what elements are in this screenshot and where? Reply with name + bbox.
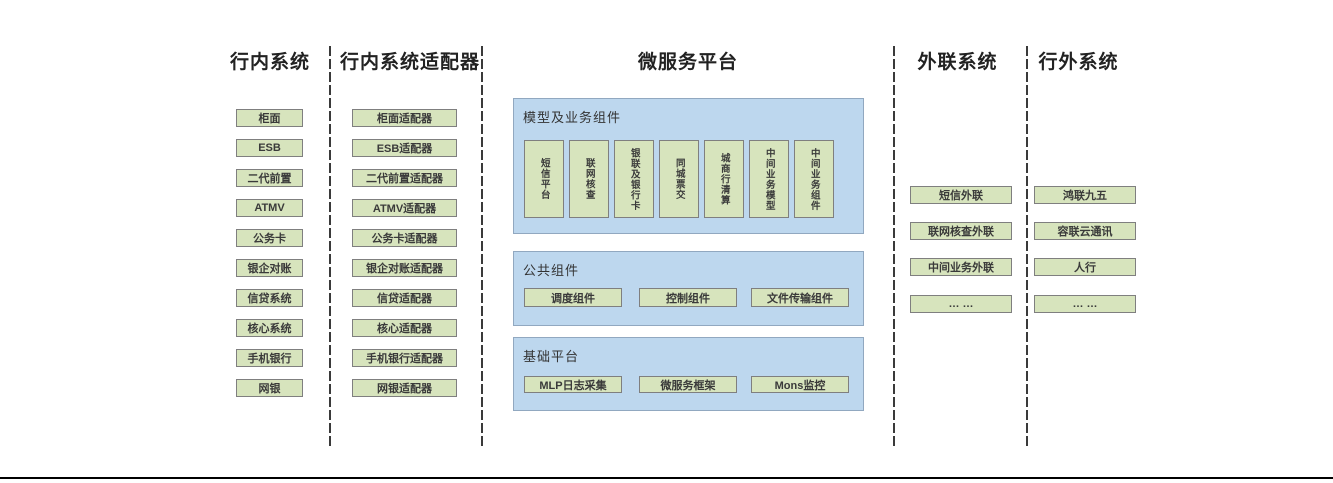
panel-model-business-components: 模型及业务组件 短信平台 联网核查 银联及银行卡 同城票交 城商行清算 中间业务… [513,98,864,234]
external-link-box: 联网核查外联 [910,222,1012,240]
system-box: 二代前置 [236,169,303,187]
system-box: 手机银行 [236,349,303,367]
divider-line [329,46,331,446]
component-label: 中间业务组件 [808,147,820,211]
system-box: 网银 [236,379,303,397]
component-label: 联网核查 [583,158,595,200]
adapter-box: 信贷适配器 [352,289,457,307]
external-link-box: 中间业务外联 [910,258,1012,276]
divider-line [1026,46,1028,446]
component-label: 中间业务模型 [763,147,775,211]
outside-system-box: 鸿联九五 [1034,186,1136,204]
vertical-component-box: 中间业务组件 [794,140,834,218]
lane-title-internal-systems: 行内系统 [229,52,310,73]
panel-base-platform: 基础平台 MLP日志采集 微服务框架 Mons监控 [513,337,864,411]
system-box: 核心系统 [236,319,303,337]
bottom-rule [0,477,1333,479]
lane-title-outside-systems: 行外系统 [1038,52,1119,73]
component-label: 城商行清算 [718,152,730,206]
adapter-box: 核心适配器 [352,319,457,337]
panel-label: 公共组件 [523,263,580,278]
outside-system-box: 人行 [1034,258,1136,276]
outside-system-box: 容联云通讯 [1034,222,1136,240]
system-box: ATMV [236,199,303,217]
divider-line [481,46,483,446]
system-box: 公务卡 [236,229,303,247]
vertical-component-box: 短信平台 [524,140,564,218]
adapter-box: 公务卡适配器 [352,229,457,247]
adapter-box: 银企对账适配器 [352,259,457,277]
lane-title-external-link-systems: 外联系统 [917,52,998,73]
system-box: 银企对账 [236,259,303,277]
vertical-component-box: 银联及银行卡 [614,140,654,218]
component-label: 同城票交 [673,158,685,200]
adapter-box: 柜面适配器 [352,109,457,127]
adapter-box: ATMV适配器 [352,199,457,217]
lane-title-microservice-platform: 微服务平台 [637,52,738,73]
adapter-box: ESB适配器 [352,139,457,157]
vertical-component-box: 联网核查 [569,140,609,218]
component-box: 文件传输组件 [751,288,849,307]
system-box: ESB [236,139,303,157]
outside-system-box: … … [1034,295,1136,313]
vertical-component-box: 中间业务模型 [749,140,789,218]
component-box: 调度组件 [524,288,622,307]
component-box: Mons监控 [751,376,849,393]
component-box: MLP日志采集 [524,376,622,393]
adapter-box: 手机银行适配器 [352,349,457,367]
divider-line [893,46,895,446]
system-box: 信贷系统 [236,289,303,307]
vertical-component-box: 同城票交 [659,140,699,218]
lane-title-internal-adapters: 行内系统适配器 [339,52,480,73]
adapter-box: 二代前置适配器 [352,169,457,187]
component-label: 银联及银行卡 [628,147,640,211]
external-link-box: 短信外联 [910,186,1012,204]
external-link-box: … … [910,295,1012,313]
panel-common-components: 公共组件 调度组件 控制组件 文件传输组件 [513,251,864,326]
panel-label: 基础平台 [523,349,580,364]
component-box: 微服务框架 [639,376,737,393]
panel-label: 模型及业务组件 [523,110,622,125]
vertical-component-box: 城商行清算 [704,140,744,218]
system-box: 柜面 [236,109,303,127]
component-label: 短信平台 [538,158,550,200]
component-box: 控制组件 [639,288,737,307]
adapter-box: 网银适配器 [352,379,457,397]
